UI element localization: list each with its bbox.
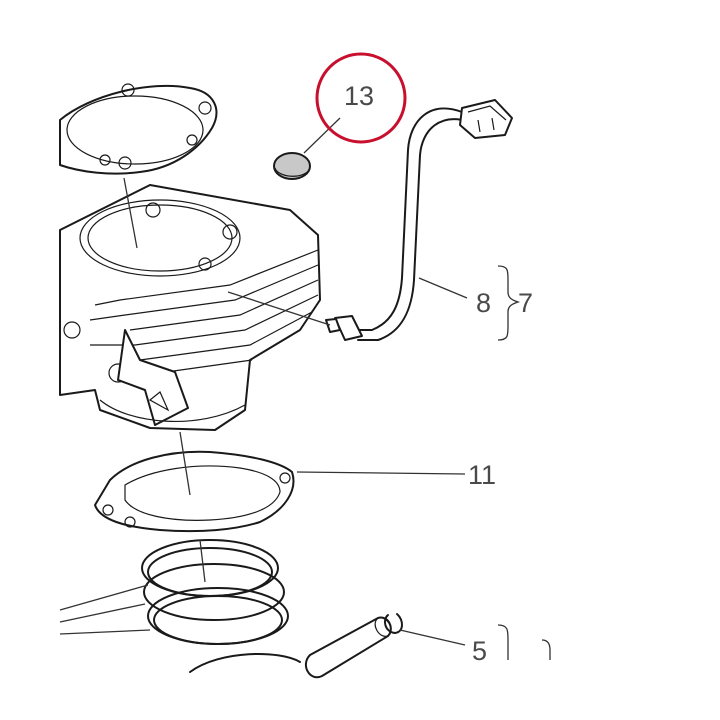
highlight-circle (315, 52, 407, 144)
brace-5 (497, 624, 509, 660)
base-gasket (94, 450, 295, 533)
head-gasket (59, 83, 218, 175)
circlip (383, 613, 403, 634)
piston-rings (141, 539, 289, 645)
callout-8[interactable]: 8 (476, 288, 491, 318)
callout-13[interactable]: 13 (344, 81, 374, 111)
callout-11[interactable]: 11 (468, 460, 496, 490)
brace-5-right (541, 639, 551, 660)
brace-7 (497, 265, 521, 341)
temperature-sensor-cable (325, 99, 513, 341)
callout-7[interactable]: 7 (518, 288, 533, 318)
callout-5[interactable]: 5 (472, 636, 487, 666)
leader-lines (59, 117, 468, 646)
plug (273, 152, 311, 180)
cylinder-block (59, 184, 321, 431)
piston-pin (304, 616, 392, 679)
piston-top (189, 653, 301, 673)
